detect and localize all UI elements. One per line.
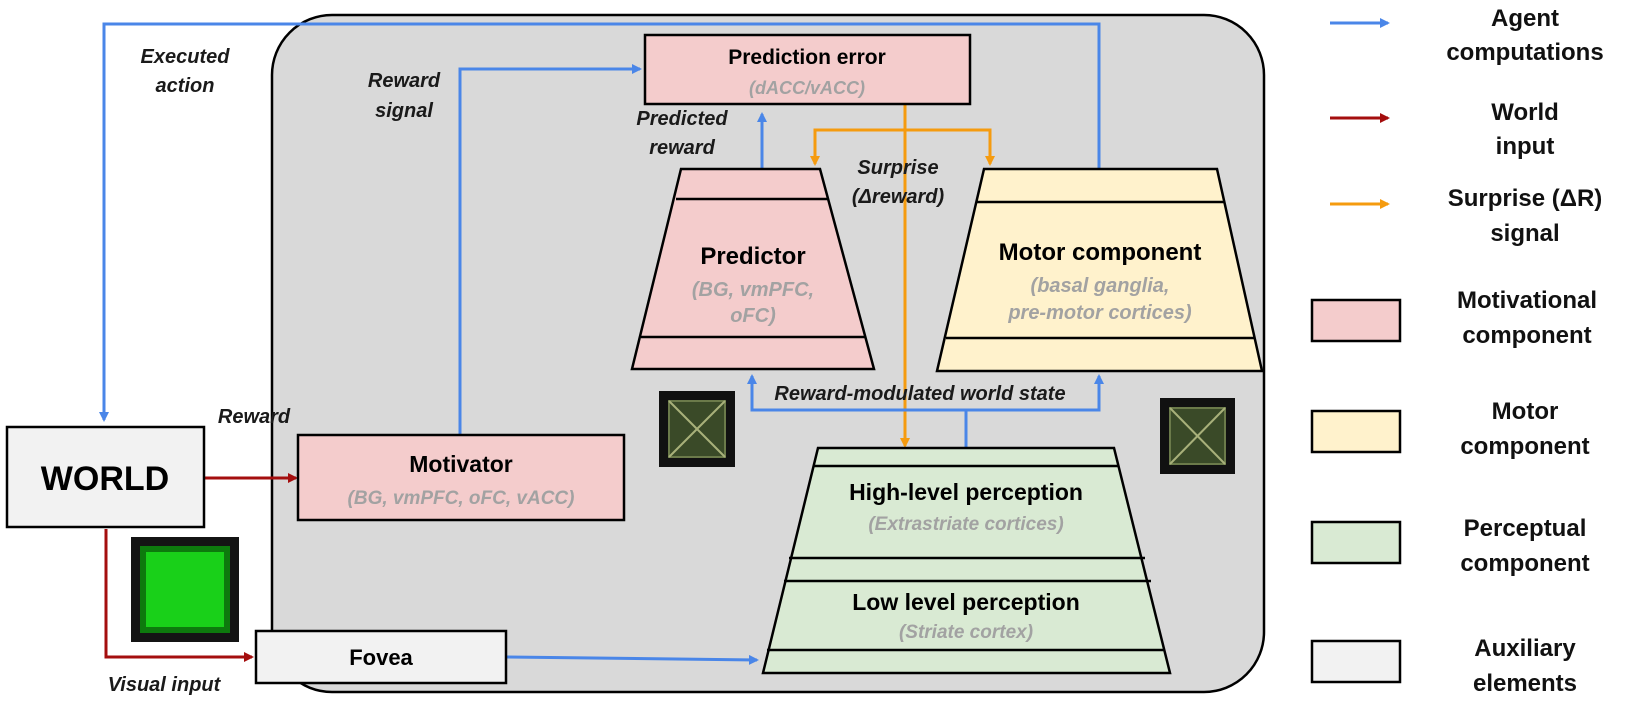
predictor-node: Predictor (BG, vmPFC, oFC) [630, 167, 876, 371]
executed-action-arrow [99, 22, 1101, 422]
legend-auxiliary-swatch [1310, 639, 1402, 684]
legend-auxiliary-elements: Auxiliary elements [1310, 635, 1577, 697]
surprise-to-motor-arrow [905, 128, 995, 166]
motor-component-subtitle-2: pre-motor cortices) [1007, 302, 1192, 324]
surprise-label-2: (Δreward) [852, 186, 945, 208]
reward-signal-label-2: signal [375, 100, 433, 122]
legend-surprise-signal: Surprise (ΔR) signal [1330, 185, 1602, 247]
surprise-label-1: Surprise [857, 157, 938, 179]
reward-label: Reward [218, 406, 291, 428]
legend-motor-component: Motor component [1310, 398, 1590, 460]
fovea-title: Fovea [349, 645, 413, 670]
legend-motivational-swatch [1310, 298, 1402, 343]
predicted-reward-label-1: Predicted [636, 108, 728, 130]
foveal-glimpse-icon [659, 391, 735, 467]
legend-motor-label-1: Motor [1492, 398, 1559, 425]
world-title: WORLD [41, 460, 169, 498]
legend-world-label-2: input [1496, 133, 1555, 160]
world-state-to-motor-arrow [966, 374, 1104, 412]
executed-action-label-2: action [156, 75, 215, 97]
executed-action-label-1: Executed [141, 46, 231, 68]
fovea-to-perception-arrow [506, 654, 759, 665]
low-level-perception-title: Low level perception [852, 589, 1080, 615]
world-state-trunk [747, 374, 968, 448]
high-level-perception-subtitle: (Extrastriate cortices) [868, 514, 1063, 535]
legend-auxiliary-label-1: Auxiliary [1474, 635, 1576, 662]
motor-component-node: Motor component (basal ganglia, pre-moto… [935, 167, 1264, 373]
legend-motor-swatch [1310, 409, 1402, 454]
legend-perceptual-component: Perceptual component [1310, 515, 1590, 577]
legend-agent-label-2: computations [1446, 39, 1603, 66]
perception-node: High-level perception (Extrastriate cort… [761, 446, 1172, 675]
green-square-stimulus-icon [131, 537, 239, 642]
prediction-error-title: Prediction error [728, 46, 886, 69]
low-level-perception-subtitle: (Striate cortex) [899, 622, 1033, 643]
visual-input-arrow [104, 529, 254, 662]
legend-world-input: World input [1330, 99, 1559, 160]
legend-surprise-label-2: signal [1490, 220, 1559, 247]
predictor-title: Predictor [700, 243, 805, 270]
legend-auxiliary-label-2: elements [1473, 670, 1577, 697]
foveal-glimpse-icon [1160, 398, 1235, 474]
motivator-node: Motivator (BG, vmPFC, oFC, vACC) [296, 433, 626, 522]
high-level-perception-title: High-level perception [849, 479, 1083, 505]
reward-modulated-world-state-label: Reward-modulated world state [774, 383, 1065, 405]
prediction-error-node: Prediction error (dACC/vACC) [643, 33, 972, 106]
motor-component-subtitle-1: (basal ganglia, [1031, 275, 1170, 297]
legend-agent-computations: Agent computations [1330, 5, 1604, 66]
fovea-node: Fovea [254, 629, 508, 685]
legend-surprise-label-1: Surprise (ΔR) [1448, 185, 1603, 212]
predictor-subtitle-2: oFC) [730, 305, 776, 327]
legend-motivational-label-1: Motivational [1457, 287, 1597, 314]
reward-signal-label-1: Reward [368, 70, 441, 92]
visual-input-label: Visual input [108, 674, 222, 696]
predictor-subtitle-1: (BG, vmPFC, [692, 279, 814, 301]
legend-perceptual-swatch [1310, 520, 1402, 565]
world-node: WORLD [5, 425, 206, 529]
reward-signal-arrow [458, 64, 642, 434]
prediction-error-subtitle: (dACC/vACC) [749, 78, 865, 98]
motivator-title: Motivator [409, 451, 513, 477]
legend-motivational-component: Motivational component [1310, 287, 1597, 349]
legend-motor-label-2: component [1460, 433, 1589, 460]
surprise-to-predictor-arrow [810, 128, 905, 166]
legend-perceptual-label-1: Perceptual [1464, 515, 1587, 542]
motor-component-title: Motor component [999, 239, 1202, 266]
predicted-reward-label-2: reward [649, 137, 715, 159]
legend-world-label-1: World [1491, 99, 1559, 126]
legend-perceptual-label-2: component [1460, 550, 1589, 577]
motivator-subtitle: (BG, vmPFC, oFC, vACC) [348, 488, 575, 509]
legend-agent-label-1: Agent [1491, 5, 1559, 32]
legend-motivational-label-2: component [1462, 322, 1591, 349]
legend: Agent computations World input Surprise … [1310, 5, 1604, 697]
